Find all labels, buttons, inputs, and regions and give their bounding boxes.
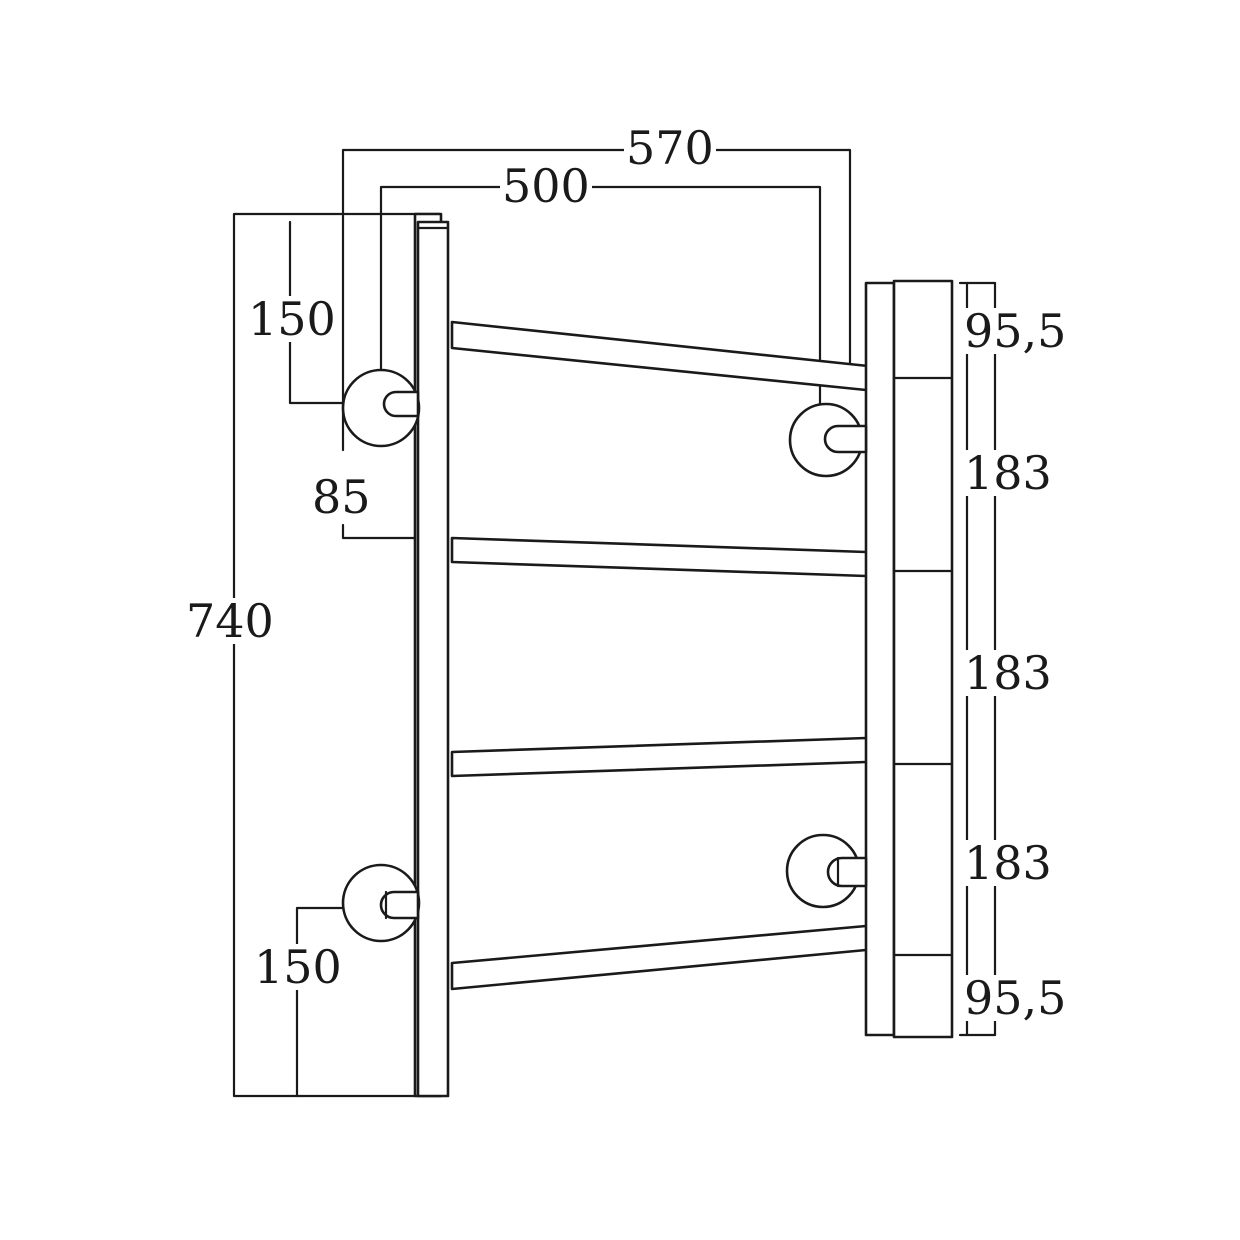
label-150-bottom: 150	[252, 940, 344, 994]
dim-line-500	[379, 185, 822, 407]
wall-bracket-bottom-left	[341, 863, 421, 943]
label-spacing-2: 183	[962, 646, 1054, 700]
rail-3	[450, 736, 880, 778]
dim-line-570	[341, 148, 852, 452]
left-upright	[416, 220, 450, 1098]
rail-4	[450, 924, 880, 991]
label-150-top: 150	[246, 292, 338, 346]
dim-line-150-top	[288, 220, 345, 405]
dim-line-740	[232, 212, 442, 1098]
label-spacing-3: 183	[962, 836, 1054, 890]
label-spacing-top: 95,5	[962, 304, 1069, 358]
label-spacing-bottom: 95,5	[962, 971, 1069, 1025]
label-85: 85	[310, 470, 373, 524]
right-side-profile	[892, 279, 954, 1039]
rail-2	[450, 536, 880, 578]
label-500: 500	[500, 159, 592, 213]
label-spacing-1: 183	[962, 446, 1054, 500]
label-570: 570	[624, 121, 716, 175]
wall-bracket-bottom-right	[785, 833, 868, 909]
right-upright	[864, 281, 896, 1037]
rail-1	[450, 320, 881, 392]
wall-bracket-top-left	[341, 368, 421, 448]
dim-line-150-bottom	[295, 906, 345, 1098]
wall-bracket-top-right	[788, 402, 868, 478]
label-740: 740	[184, 594, 276, 648]
